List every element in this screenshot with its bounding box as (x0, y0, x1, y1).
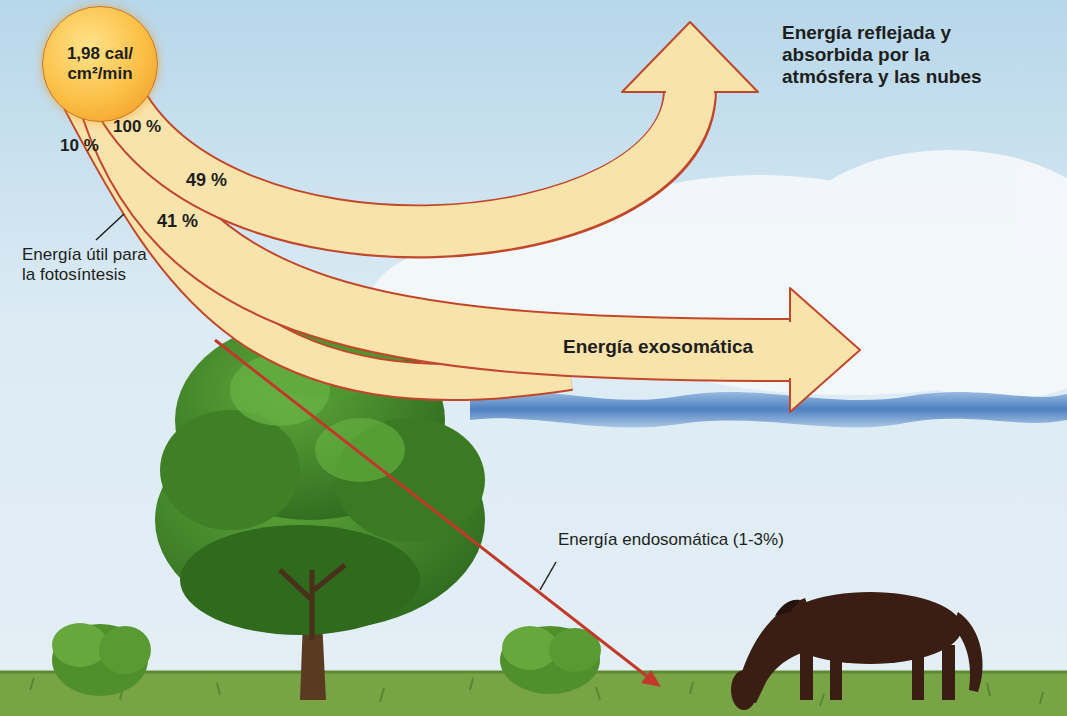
energy-label: Energía endosomática (1-3%) (558, 530, 788, 550)
percent-label: 41 % (157, 211, 198, 232)
leader-line (540, 562, 556, 590)
leader-line (96, 214, 124, 240)
energy-label: Energía exosomática (563, 336, 753, 358)
bush (500, 626, 601, 694)
sun-circle: 1,98 cal/ cm²/min (42, 6, 158, 122)
percent-label: 10 % (60, 136, 99, 156)
bush (52, 623, 151, 696)
energy-label: Energía útil para la fotosíntesis (22, 245, 147, 284)
reflected-arrow (110, 22, 758, 231)
percent-label: 49 % (186, 170, 227, 191)
energy-label: Energía reflejada y absorbida por la atm… (782, 22, 982, 88)
horse (731, 592, 983, 710)
endosomatic-arrow (215, 340, 661, 687)
percent-label: 100 % (113, 117, 161, 137)
sun-value: 1,98 cal/ cm²/min (54, 44, 147, 83)
cloud-band (470, 391, 1067, 428)
